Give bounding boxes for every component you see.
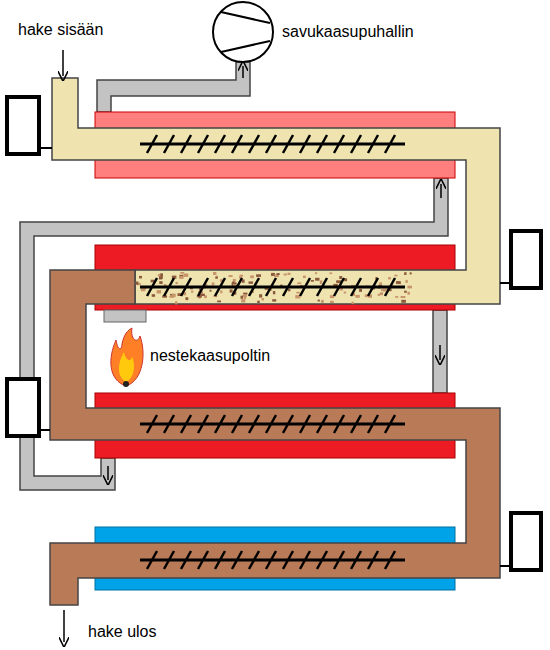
jacket-1 <box>95 112 455 178</box>
screw-conveyors <box>140 135 405 569</box>
burner-label: nestekaasupoltin <box>150 346 270 365</box>
jacket-3 <box>95 393 455 458</box>
burner-head <box>104 310 146 322</box>
outlet-label: hake ulos <box>88 622 157 641</box>
motor-shafts <box>39 148 511 566</box>
motors <box>7 97 541 570</box>
fan-label: savukaasupuhallin <box>282 22 414 41</box>
inlet-label: hake sisään <box>18 20 103 39</box>
jacket-4 <box>95 527 455 590</box>
chip-texture <box>136 272 413 304</box>
flue-gas-fan <box>213 2 273 62</box>
flow-arrows <box>63 50 441 642</box>
chip-tube-lower <box>50 270 500 605</box>
flame <box>111 328 143 387</box>
